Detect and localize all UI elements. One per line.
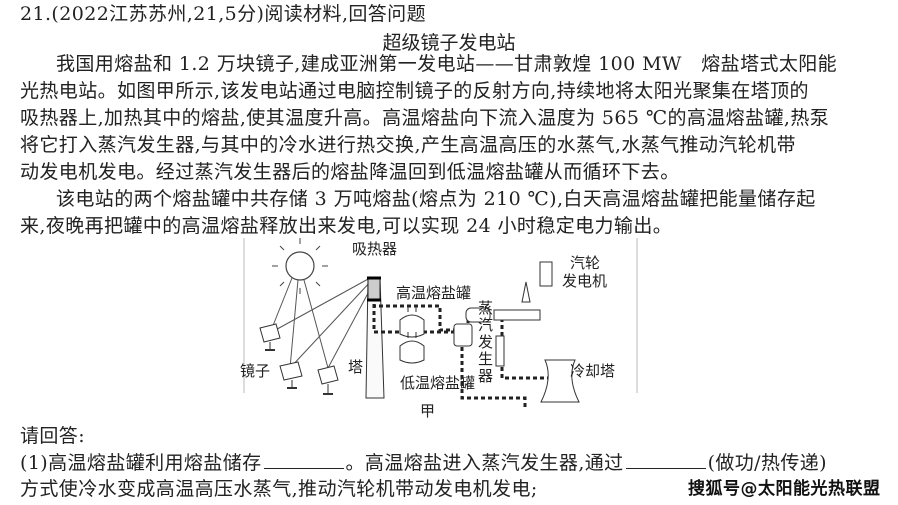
cooling-tower-icon [540, 359, 580, 403]
question-1-line-1: (1)高温熔盐罐利用熔盐储存 。高温熔盐进入蒸汽发生器,通过 (做功/热传递) [20, 451, 827, 475]
paragraph-1-line-2: 光热电站。如图甲所示,该发电站通过电脑控制镜子的反射方向,持续地将太阳光聚集在塔… [20, 80, 809, 102]
mirror-icons [259, 323, 339, 395]
sun-icon [272, 238, 328, 294]
label-generator: 发电机 [562, 272, 608, 290]
label-absorber: 吸热器 [352, 240, 398, 258]
questions-prompt: 请回答: [20, 425, 86, 447]
q1-text-part3: (做功/热传递) [707, 452, 827, 474]
figure-caption: 甲 [420, 402, 436, 420]
answer-blank-2[interactable] [625, 452, 706, 469]
paragraph-1-line-3: 吸热器上,加热其中的熔盐,使其温度升高。高温熔盐向下流入温度为 565 ℃的高温… [20, 107, 830, 129]
label-cooling-tower: 冷却塔 [570, 362, 616, 380]
label-tower: 塔 [348, 358, 364, 376]
paragraph-1-line-4: 将它打入蒸汽发生器,与其中的冷水进行热交换,产生高温高压的水蒸气,水蒸气推动汽轮… [20, 134, 796, 156]
tower-icon [365, 276, 385, 399]
steam-generator-icon [453, 323, 473, 347]
label-hot-tank: 高温熔盐罐 [396, 284, 472, 302]
article-title: 超级镜子发电站 [382, 32, 516, 54]
paragraph-1-line-1: 我国用熔盐和 1.2 万块镜子,建成亚洲第一发电站——甘肃敦煌 100 MW 熔… [56, 53, 838, 75]
question-1-line-2: 方式使冷水变成高温高压水蒸气,推动汽轮机带动发电机发电; [20, 478, 538, 500]
diagram-graphic [243, 238, 638, 408]
label-turbine: 汽轮 [570, 254, 601, 272]
tank-icons [399, 306, 425, 364]
question-header: 21.(2022江苏苏州,21,5分)阅读材料,回答问题 [20, 3, 426, 25]
watermark: 搜狐号@太阳能光热联盟 [688, 479, 881, 499]
label-steam-generator: 蒸汽发生器 [478, 299, 494, 385]
turbine-icon [465, 261, 553, 323]
q1-text-part2: 。高温熔盐进入蒸汽发生器,通过 [345, 452, 624, 474]
paragraph-2-line-1: 该电站的两个熔盐罐中共存储 3 万吨熔盐(熔点为 210 ℃),白天高温熔盐罐把… [56, 188, 816, 210]
label-mirrors: 镜子 [240, 362, 271, 380]
q1-text-part1: (1)高温熔盐罐利用熔盐储存 [20, 452, 262, 474]
paragraph-2-line-2: 来,夜晚再把罐中的高温熔盐释放出来发电,可以实现 24 小时稳定电力输出。 [20, 215, 673, 237]
solar-plant-diagram: 吸热器 高温熔盐罐 低温熔盐罐 塔 镜子 蒸汽发生器 汽轮 发电机 冷却塔 [240, 238, 640, 418]
answer-blank-1[interactable] [263, 452, 344, 469]
label-cold-tank: 低温熔盐罐 [400, 374, 476, 392]
paragraph-1-line-5: 动发电机发电。经过蒸汽发生器后的熔盐降温回到低温熔盐罐从而循环下去。 [20, 161, 680, 183]
